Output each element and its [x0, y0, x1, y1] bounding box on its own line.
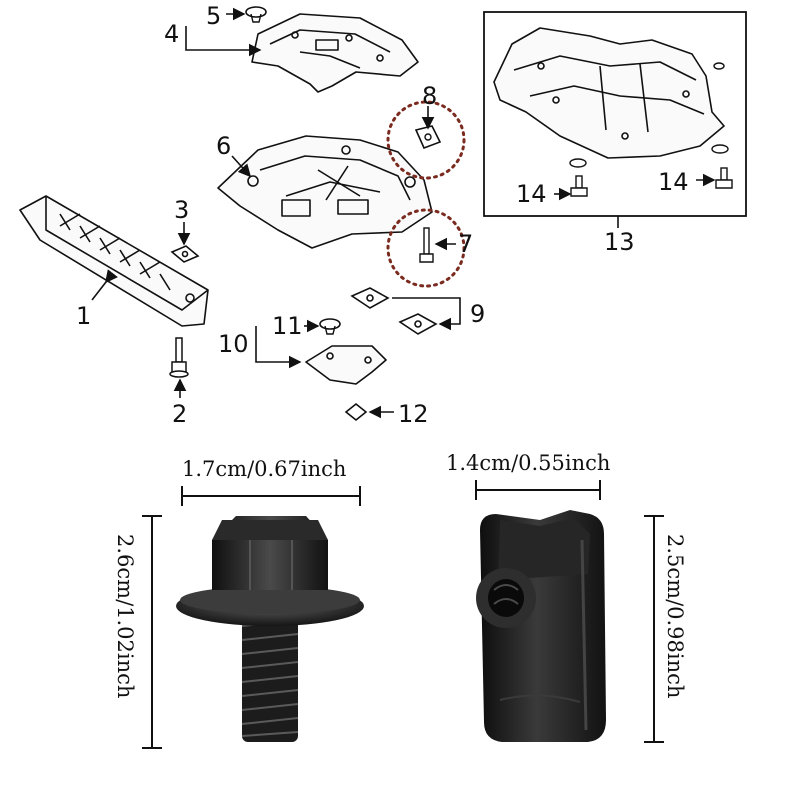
callout-14-right: 14 [658, 168, 689, 196]
part-3-clip [170, 245, 200, 263]
part-8-clip-nut [386, 100, 466, 180]
part-10-small-cover [305, 345, 387, 385]
callout-10: 10 [218, 330, 249, 358]
bolt-width-label: 1.7cm/0.67inch [182, 457, 346, 481]
callout-5: 5 [206, 2, 221, 30]
part-14-bolt-right [715, 167, 733, 189]
part-13-box [483, 11, 747, 217]
callout-9: 9 [470, 300, 485, 328]
callout-14-left: 14 [516, 180, 547, 208]
callout-6: 6 [216, 132, 231, 160]
callout-3: 3 [174, 196, 189, 224]
callout-12: 12 [398, 400, 429, 428]
part-13-engine-cover [493, 27, 725, 159]
u-clip-nut-icon [476, 510, 606, 742]
flange-bolt-icon [176, 516, 364, 742]
callout-8: 8 [422, 82, 437, 110]
callout-7: 7 [458, 230, 473, 258]
callout-4: 4 [164, 20, 179, 48]
callout-11: 11 [272, 312, 303, 340]
part-14-bolt-left [570, 175, 588, 197]
nut-width-label: 1.4cm/0.55inch [446, 451, 610, 475]
part-6-main-cover [217, 135, 433, 249]
part-11-clip [319, 318, 341, 335]
callout-13: 13 [604, 228, 635, 256]
part-5-clip [245, 6, 267, 23]
callout-1: 1 [76, 302, 91, 330]
part-12-clip [344, 402, 368, 422]
part-9-clips [350, 287, 438, 335]
part-4-rear-cover [251, 13, 419, 93]
part-2-bolt [169, 337, 189, 378]
callout-2: 2 [172, 400, 187, 428]
bolt-height-label: 2.6cm/1.02inch [113, 534, 137, 698]
nut-height-label: 2.5cm/0.98inch [663, 534, 687, 698]
part-7-bolt [386, 208, 466, 288]
